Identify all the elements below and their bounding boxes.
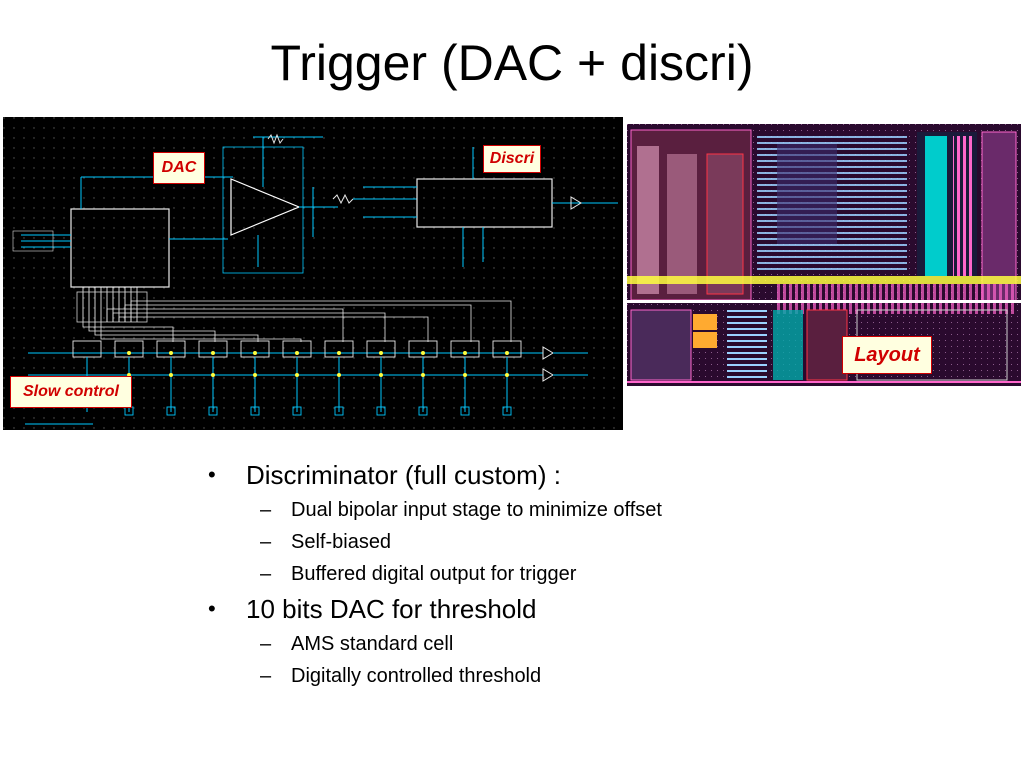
sub-bullet-item: – Buffered digital output for trigger <box>208 562 808 586</box>
sub-bullet-text: Digitally controlled threshold <box>291 665 542 687</box>
dash-icon: – <box>260 531 272 553</box>
dash-icon: – <box>260 563 272 585</box>
bullet-list: • Discriminator (full custom) : – Dual b… <box>208 460 808 688</box>
bullet-dot-icon: • <box>208 596 216 621</box>
dash-icon: – <box>260 499 272 521</box>
dash-icon: – <box>260 633 272 655</box>
bullet-item: • Discriminator (full custom) : <box>208 460 808 490</box>
dash-icon: – <box>260 665 272 687</box>
bullet-dot-icon: • <box>208 462 216 487</box>
sub-bullet-item: – Dual bipolar input stage to minimize o… <box>208 498 808 522</box>
slow-control-callout: Slow control <box>10 376 132 408</box>
sub-bullet-item: – Self-biased <box>208 530 808 554</box>
layout-image <box>627 124 1021 386</box>
sub-bullet-text: Self-biased <box>291 531 392 553</box>
slide-title: Trigger (DAC + discri) <box>270 35 754 91</box>
sub-bullet-text: AMS standard cell <box>291 633 454 655</box>
sub-bullet-item: – AMS standard cell <box>208 632 808 656</box>
sub-bullet-item: – Digitally controlled threshold <box>208 664 808 688</box>
bullet-item: • 10 bits DAC for threshold <box>208 594 808 624</box>
bullet-text: Discriminator (full custom) : <box>246 460 561 490</box>
bullet-text: 10 bits DAC for threshold <box>246 594 537 624</box>
dac-callout: DAC <box>153 152 205 184</box>
discri-callout: Discri <box>483 145 541 173</box>
sub-bullet-text: Buffered digital output for trigger <box>291 563 577 585</box>
sub-bullet-text: Dual bipolar input stage to minimize off… <box>291 499 662 521</box>
layout-callout: Layout <box>842 336 932 374</box>
